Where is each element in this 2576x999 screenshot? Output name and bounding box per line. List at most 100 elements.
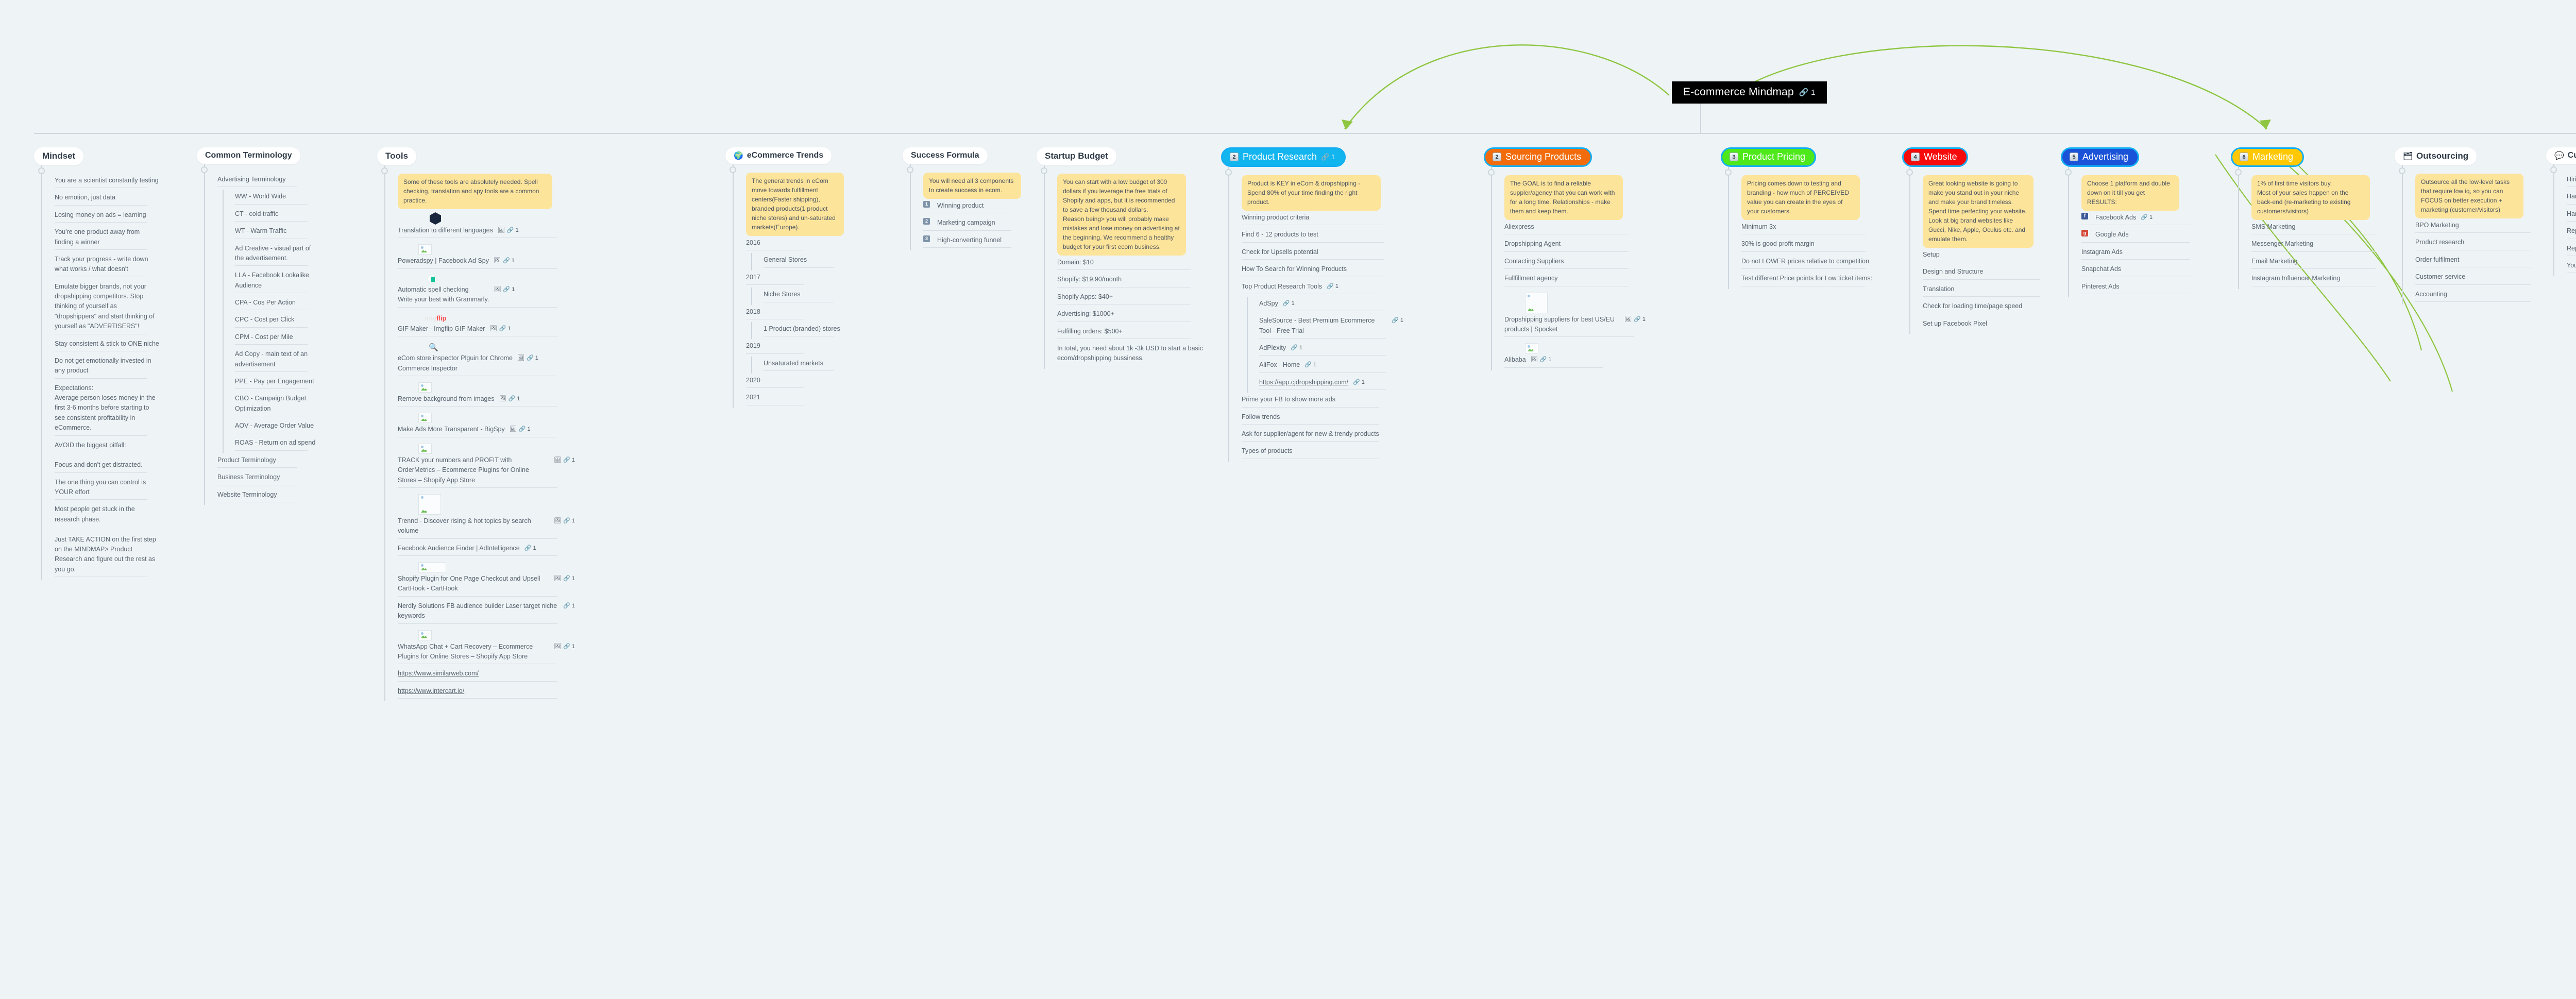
branch-item[interactable]: Instagram Ads [2081,245,2202,262]
branch-item[interactable]: Handling refunds [2567,207,2576,224]
branch-item[interactable]: Make Ads More Transparent - BigSpy🖼🔗 1 [398,409,575,439]
link-icon[interactable]: 🔗 1 [506,227,519,233]
link-icon[interactable]: 🔗 1 [508,396,520,402]
branch-item[interactable]: Fulfilling orders: $500+ [1057,325,1209,342]
branch-item[interactable]: Emulate bigger brands, not your dropship… [55,280,160,337]
link-icon[interactable]: 🔗 1 [563,643,575,650]
column-header-ecommerce-trends[interactable]: 🌍eCommerce Trends [725,147,832,164]
branch-item[interactable]: 30% is good profit margin [1741,237,1883,254]
branch-item[interactable]: Top Product Research Tools🔗 1 [1242,280,1403,297]
branch-item[interactable]: 2020 [746,374,851,391]
branch-item[interactable]: Check for loading time/page speed [1923,299,2056,316]
link-icon[interactable]: 🔗 1 [1304,362,1317,368]
column-header-success-formula[interactable]: Success Formula [903,147,988,164]
branch-item[interactable]: Follow trends [1242,410,1403,427]
branch-item[interactable]: You're one product away from finding a w… [55,225,160,252]
branch-item[interactable]: Automatic spell checking Write your best… [398,272,575,310]
link-icon[interactable]: 🔗 1 [1634,316,1646,323]
branch-item[interactable]: CT - cold traffic [235,207,317,224]
branch-item[interactable]: LLA - Facebook Lookalike Audience [235,268,317,296]
branch-item[interactable]: 2017 [746,270,851,287]
branch-item[interactable]: Check for Upsells potential [1242,245,1403,262]
branch-item[interactable]: 2016 [746,236,851,253]
column-header-startup-budget[interactable]: Startup Budget [1037,147,1116,165]
branch-item[interactable]: https://app.cjdropshipping.com/🔗 1 [1259,376,1403,393]
branch-item[interactable]: SaleSource - Best Premium Ecommerce Tool… [1259,314,1403,341]
link-icon[interactable]: 🔗 1 [1282,300,1295,307]
branch-item[interactable]: Hiring/Training factor in commissions [2567,173,2576,190]
branch-item[interactable]: AOV - Average Order Value [235,419,317,436]
branch-item[interactable]: Remove background from images🖼🔗 1 [398,379,575,409]
branch-item[interactable]: 2019 [746,339,851,356]
branch-item[interactable]: How To Search for Winning Products [1242,262,1403,279]
branch-item[interactable]: Order fulfilment [2415,253,2546,270]
branch-item[interactable]: TRACK your numbers and PROFIT with Order… [398,440,575,490]
branch-item[interactable]: Handling Chargebacks [2567,190,2576,207]
link-icon[interactable]: 🔗 1 [499,325,511,332]
branch-item[interactable]: AdPlexity🔗 1 [1259,341,1403,358]
branch-item[interactable]: WT - Warm Traffic [235,224,317,241]
branch-item[interactable]: https://www.similarweb.com/ [398,667,575,684]
branch-item[interactable]: Domain: $10 [1057,256,1209,273]
branch-item[interactable]: Niche Stores [764,287,851,304]
branch-item[interactable]: Translation to different languages🖼🔗 1 [398,209,575,241]
branch-item[interactable]: Product Terminology [217,453,317,470]
branch-item[interactable]: Alibaba🖼🔗 1 [1504,340,1646,370]
branch-item[interactable]: Expectations: Average person loses money… [55,381,160,438]
link-icon[interactable]: 🔗 1 [563,517,575,524]
branch-item[interactable]: 2018 [746,305,851,322]
branch-item[interactable]: Shopify Plugin for One Page Checkout and… [398,558,575,599]
link-icon[interactable]: 🔗 1 [1327,283,1338,290]
branch-item[interactable]: Product research [2415,235,2546,252]
branch-item[interactable]: Shopify: $19.90/month [1057,273,1209,290]
branch-item[interactable]: Advertising Terminology [217,173,317,190]
branch-item[interactable]: Dropshipping Agent [1504,237,1646,254]
link-icon[interactable]: 🔗 1 [563,602,575,609]
column-header-tools[interactable]: Tools [377,147,417,165]
branch-item[interactable]: CBO - Campaign Budget Optimization [235,392,317,419]
branch-item[interactable]: Winning product criteria [1242,211,1403,228]
branch-item[interactable]: Website Terminology [217,488,317,505]
branch-item[interactable]: Fullfillment agency [1504,272,1646,289]
branch-item[interactable]: Ad Creative - visual part of the adverti… [235,242,317,269]
branch-item[interactable]: CPC - Cost per Click [235,313,317,330]
branch-item[interactable]: No emotion, just data [55,191,160,208]
branch-item[interactable]: CPM - Cost per Mile [235,330,317,347]
column-header-customer-service[interactable]: 💬Customer Service [2546,147,2576,164]
branch-item[interactable]: AVOID the biggest pitfall: Focus and don… [55,438,160,476]
link-icon[interactable]: 🔗 1 [1353,379,1365,385]
column-header-mindset[interactable]: Mindset [34,147,84,165]
branch-item[interactable]: WhatsApp Chat + Cart Recovery – Ecommerc… [398,627,575,667]
branch-item[interactable]: Poweradspy | Facebook Ad Spy🖼🔗 1 [398,241,575,271]
branch-item[interactable]: PPE - Pay per Engagement [235,375,317,392]
branch-item[interactable]: CPA - Cos Per Action [235,296,317,313]
column-header-outsourcing[interactable]: 🗂Outsourcing [2395,147,2477,165]
branch-item[interactable]: Replying to Facebook comments daily [2567,224,2576,241]
branch-item[interactable]: Customer service [2415,270,2546,287]
branch-item[interactable]: Ad Copy - main text of an advertisement [235,347,317,375]
link-icon[interactable]: 🔗 1 [518,426,531,433]
branch-item[interactable]: Advertising: $1000+ [1057,307,1209,324]
branch-item[interactable]: Do not get emotionally invested in any p… [55,354,160,381]
link-icon[interactable]: 🔗 1 [524,545,536,551]
branch-item[interactable]: Replying to Emails [2567,242,2576,259]
branch-item[interactable]: Aliexpress [1504,220,1646,237]
link-icon[interactable]: 🔗 1 [503,286,515,293]
branch-item[interactable]: Contacting Suppliers [1504,255,1646,272]
branch-item[interactable]: 2021 [746,391,851,408]
branch-item[interactable]: Nerdly Solutions FB audience builder Las… [398,599,575,627]
branch-item[interactable]: Facebook Audience Finder | AdIntelligenc… [398,541,575,558]
branch-item[interactable]: General Stores [764,253,851,270]
branch-item[interactable]: Translation [1923,282,2056,299]
branch-item[interactable]: Your Virtual Assistant or Upwork [2567,259,2576,276]
link-icon[interactable]: 🔗 1 [1291,345,1302,351]
link-icon[interactable]: 🔗 1 [563,575,575,582]
branch-item[interactable]: Unsaturated markets [764,357,851,374]
